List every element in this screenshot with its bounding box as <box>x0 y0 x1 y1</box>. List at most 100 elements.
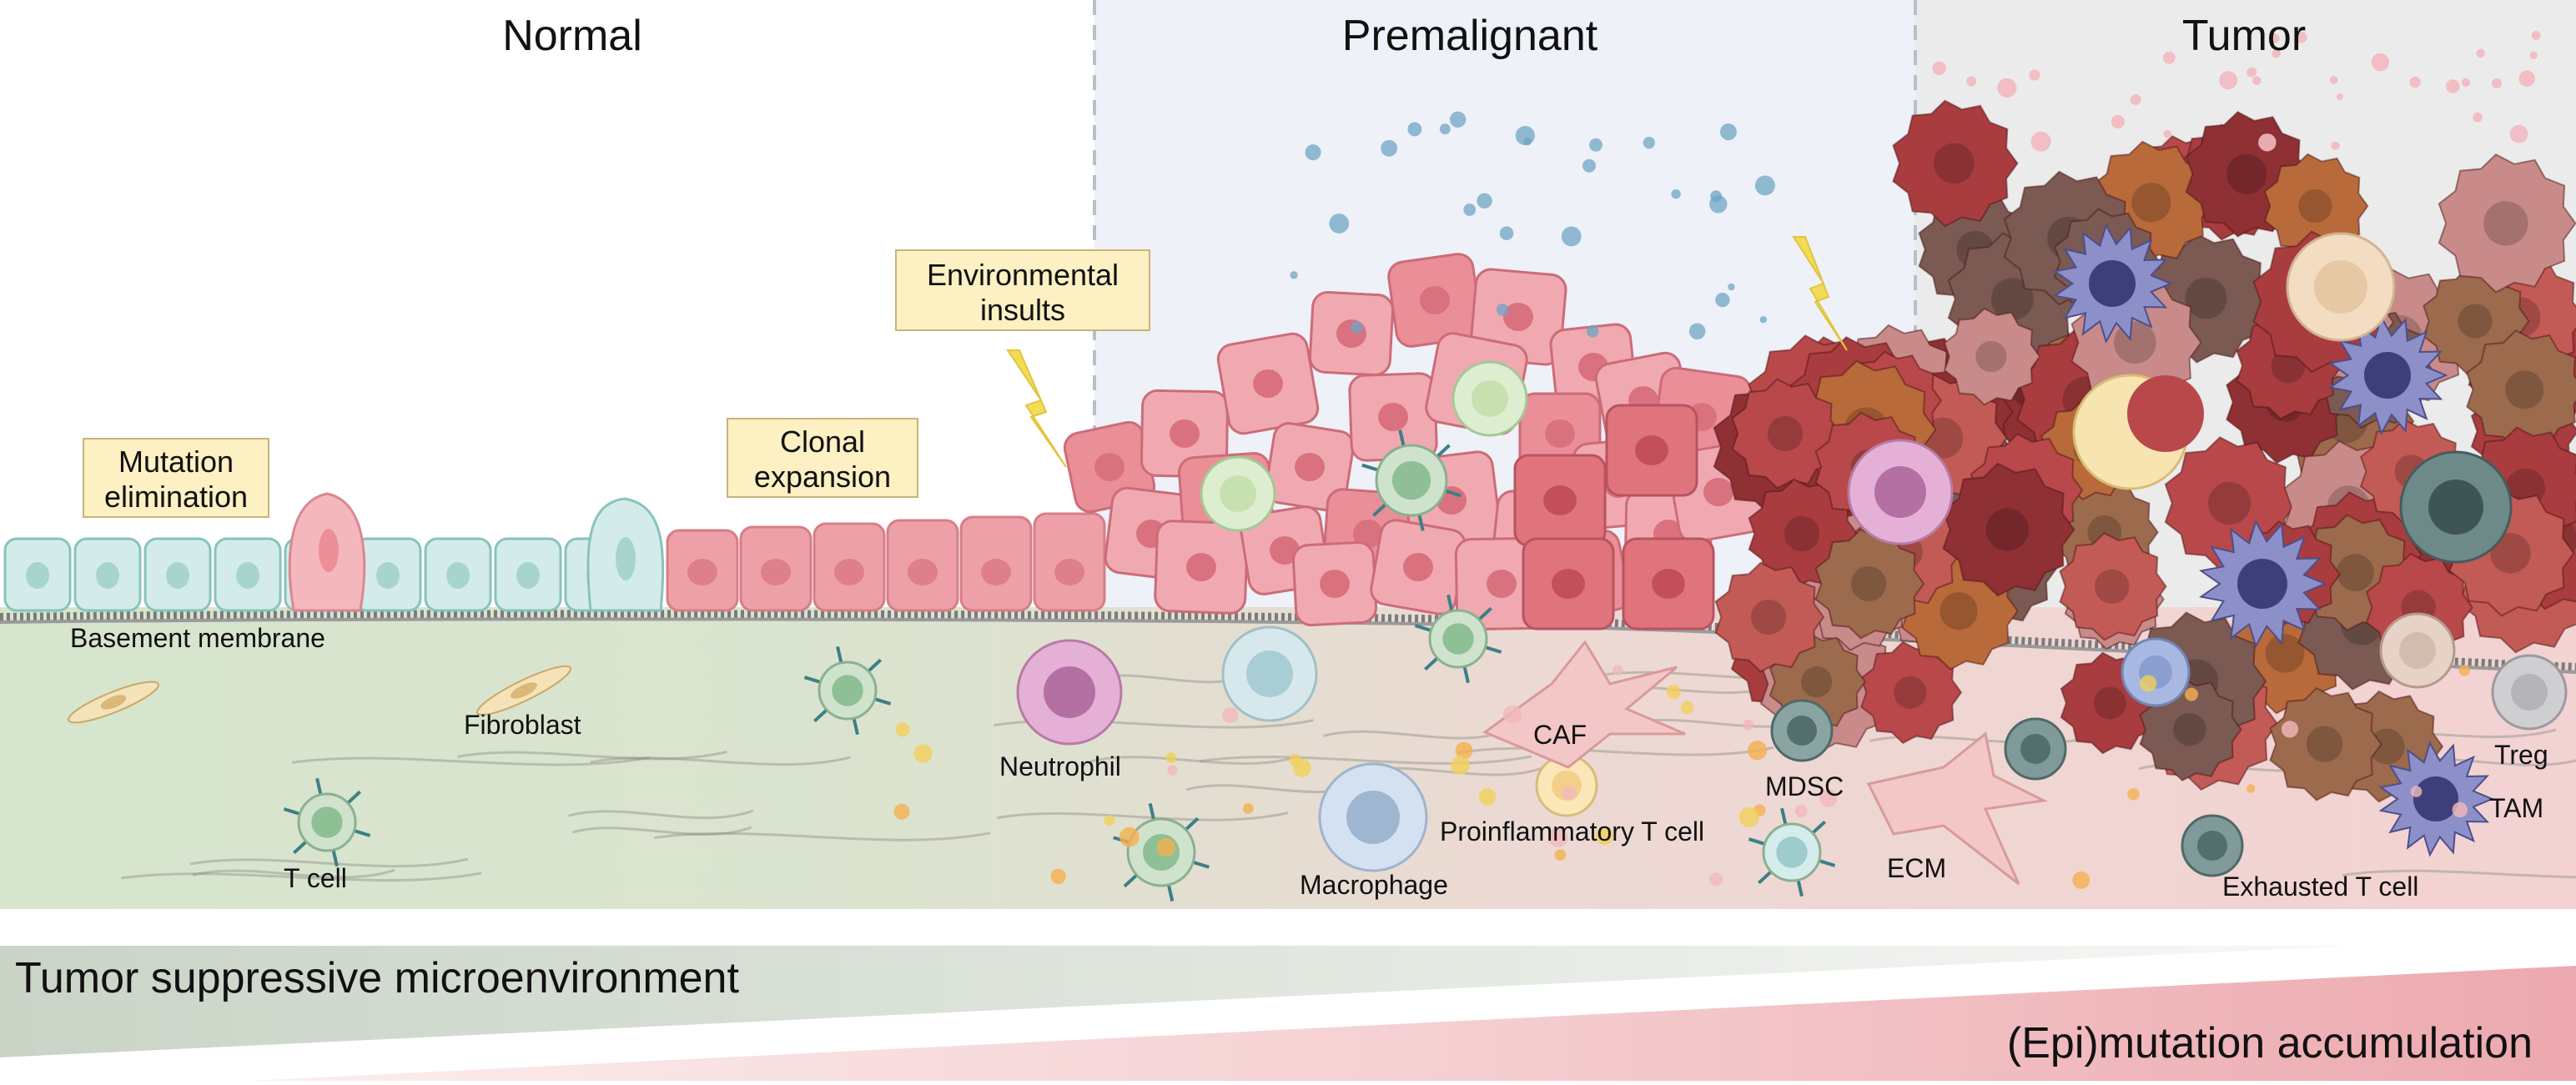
receptor <box>353 829 371 837</box>
cytokine-dot <box>2518 70 2535 87</box>
stage-title-premalignant: Premalignant <box>1342 12 1598 60</box>
fiber <box>1089 755 1299 766</box>
cell-nucleus <box>1094 453 1124 481</box>
cell-nucleus <box>2337 554 2374 591</box>
fiber <box>590 756 851 766</box>
cell-nucleus <box>2226 153 2267 194</box>
cytokine-dot <box>2410 786 2423 797</box>
fiber <box>997 811 1289 821</box>
clonal-expansion-line2: expansion <box>754 460 891 494</box>
cytokine-dot <box>1743 719 1754 731</box>
cell-nucleus <box>2173 712 2206 746</box>
cell-nucleus <box>1346 791 1400 844</box>
cell-nucleus <box>908 559 938 585</box>
label-t-cell: T cell <box>284 863 347 893</box>
tumor-cell <box>1892 99 2019 228</box>
stage-title-tumor: Tumor <box>2182 12 2306 60</box>
tumor-cell <box>2438 153 2576 294</box>
cell-nucleus <box>1353 520 1383 548</box>
cell-nucleus <box>1220 475 1256 512</box>
clonal-expansion-box: Clonal expansion <box>727 418 918 498</box>
cell-nucleus <box>2368 728 2405 765</box>
cytokine-dot <box>1582 158 1597 173</box>
cell-nucleus <box>2265 634 2305 673</box>
cytokine-dot <box>2461 78 2470 88</box>
accumulation-gradient-bar <box>250 966 2576 1081</box>
fiber <box>572 826 752 836</box>
cell-nucleus <box>1850 565 1887 602</box>
cytokine-dot <box>2127 788 2140 801</box>
fiber <box>2342 869 2576 879</box>
receptor <box>1444 489 1462 498</box>
cell-nucleus <box>376 562 400 589</box>
cell-nucleus <box>2458 304 2493 339</box>
receptor <box>836 645 843 664</box>
receptor <box>1811 820 1826 835</box>
cytokine-dot <box>2072 871 2090 889</box>
cytokine-dot <box>2371 53 2390 72</box>
cytokine-dot <box>2476 48 2486 58</box>
cell-nucleus <box>1320 570 1350 598</box>
receptor <box>1148 803 1156 821</box>
cell-nucleus <box>1545 419 1575 448</box>
cell-nucleus <box>1295 453 1325 481</box>
cell-nucleus <box>1378 403 1408 431</box>
cytokine-dot <box>2529 51 2538 59</box>
receptor <box>852 717 859 736</box>
cell-nucleus <box>2306 726 2343 763</box>
cell-nucleus <box>2089 260 2136 307</box>
receptor <box>1436 444 1451 458</box>
cytokine-dot <box>1966 76 1977 87</box>
cell-nucleus <box>236 562 259 589</box>
cytokine-dot <box>1222 706 1239 724</box>
cell-nucleus <box>100 695 127 710</box>
fiber <box>192 868 395 879</box>
cytokine-dot <box>1738 806 1759 827</box>
cytokine-dot <box>1050 868 1066 885</box>
cytokine-dot <box>2531 31 2541 40</box>
receptor <box>1184 816 1200 831</box>
cytokine-dot <box>1104 815 1115 826</box>
cell-nucleus <box>1776 836 1808 868</box>
environmental-insults-line1: Environmental <box>927 258 1119 292</box>
normal-epithelium <box>3 492 665 612</box>
cytokine-dot <box>913 744 933 763</box>
label-exhausted-t-cell: Exhausted T cell <box>2222 872 2418 902</box>
cell-nucleus <box>1054 559 1084 585</box>
receptor <box>1372 503 1387 517</box>
cytokine-dot <box>2329 75 2338 84</box>
tumor-cell <box>1714 561 1825 673</box>
immune-cells <box>68 223 2568 902</box>
stage-title-normal: Normal <box>502 12 642 60</box>
cytokine-dot <box>1547 827 1568 848</box>
cytokine-dot <box>2252 76 2262 86</box>
receptor <box>1424 656 1439 671</box>
cytokine-dot <box>1595 826 1614 846</box>
cytokine-dot <box>2258 133 2277 152</box>
label-proinflammatory-t-cell: Proinflammatory T cell <box>1440 816 1704 846</box>
cell-nucleus <box>1044 666 1095 718</box>
cytokine-dot <box>2030 131 2051 152</box>
tumor-cell <box>1942 462 2075 597</box>
cytokine-dot <box>1449 111 1467 128</box>
cytokine-dot <box>2452 801 2468 818</box>
receptor <box>867 658 882 673</box>
cytokine-dot <box>1589 138 1602 152</box>
cytokine-dot <box>1932 61 1946 76</box>
cytokine-dot <box>893 803 910 820</box>
cell-nucleus <box>616 537 636 580</box>
receptor <box>1414 624 1432 632</box>
cell-nucleus <box>1940 592 1978 630</box>
cytokine-dot <box>2185 687 2198 701</box>
cell-nucleus <box>511 682 537 699</box>
cell-nucleus <box>1336 319 1366 348</box>
cell-nucleus <box>2207 481 2251 525</box>
cell-nucleus <box>2364 352 2411 399</box>
fiber <box>1323 730 1507 740</box>
receptor <box>315 777 323 796</box>
cell-nucleus <box>2185 277 2227 319</box>
cell-nucleus <box>2131 183 2171 223</box>
cell-nucleus <box>166 562 189 589</box>
cytokine-dot <box>1728 283 1735 291</box>
